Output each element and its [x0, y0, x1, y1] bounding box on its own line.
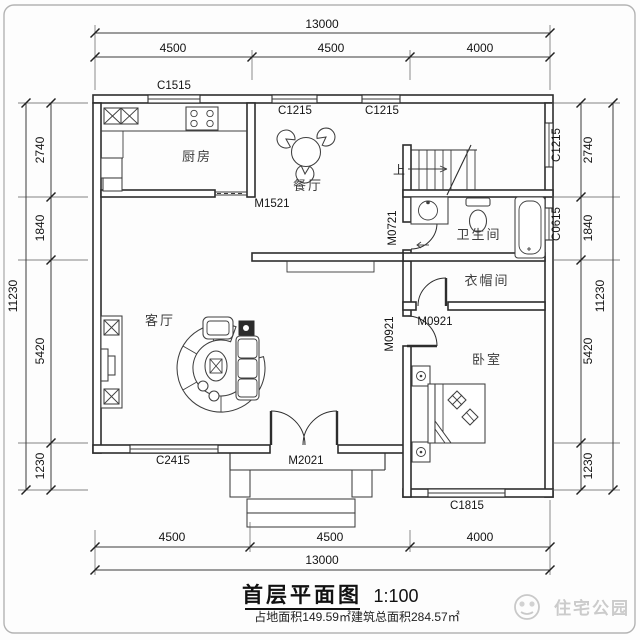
- dim-top-total: 13000: [305, 17, 339, 31]
- armchair: [202, 316, 234, 340]
- door-label-m0921-side: M0921: [384, 316, 396, 351]
- window-dining-right: [361, 94, 401, 104]
- porch-steps: [229, 453, 386, 528]
- dim-bottom-seg: 4500: [317, 530, 344, 544]
- drawing-title: 首层平面图: [242, 583, 362, 607]
- sink-icon: [103, 107, 139, 125]
- room-label-bedroom: 卧室: [472, 352, 502, 367]
- cloakroom-door: [417, 277, 448, 307]
- dimension-lines: [18, 25, 620, 576]
- straight-sofa: [235, 335, 260, 401]
- dim-top-seg: 4500: [160, 41, 187, 55]
- dim-left-seg: 2740: [33, 136, 47, 163]
- nightstand: [411, 365, 431, 387]
- window-dining-left: [271, 94, 318, 104]
- window-label-c2415: C2415: [156, 455, 190, 467]
- dim-left-seg: 1840: [33, 214, 47, 241]
- watermark: 住宅公园: [514, 594, 630, 620]
- room-label-kitchen: 厨房: [182, 149, 212, 164]
- double-bed: [427, 383, 486, 444]
- fridge-icon: [100, 157, 123, 192]
- half-wall: [251, 252, 404, 262]
- washbasin-icon: [410, 196, 449, 225]
- stool: [208, 390, 220, 402]
- stairs: [408, 144, 477, 196]
- nightstand: [411, 441, 431, 463]
- side-table-plant: [238, 320, 255, 336]
- drawing-scale: 1:100: [373, 586, 418, 606]
- door-label-m2021: M2021: [288, 455, 323, 467]
- watermark-logo-icon: [514, 594, 540, 620]
- dining-chair: [276, 129, 296, 149]
- coffee-table: [204, 350, 228, 382]
- window-label-c1215: C1215: [365, 105, 399, 117]
- window-kitchen: [147, 94, 201, 104]
- window-bedroom: [427, 488, 506, 498]
- room-label-cloakroom: 衣帽间: [464, 273, 509, 288]
- window-label-c1215: C1215: [278, 105, 312, 117]
- kitchen-sliding-door: [215, 191, 247, 196]
- dining-table: [290, 136, 322, 168]
- dim-right-seg: 1840: [581, 214, 595, 241]
- stool: [197, 380, 209, 392]
- title-block: 首层平面图 1:100 占地面积149.59㎡建筑总面积284.57㎡: [242, 583, 460, 624]
- dim-top-seg: 4000: [467, 41, 494, 55]
- dim-top-seg: 4500: [318, 41, 345, 55]
- doors: [215, 191, 448, 446]
- window-stairwell: [544, 122, 554, 168]
- window-living: [129, 444, 219, 454]
- stairs-up-arrow: [408, 165, 448, 173]
- dim-left-seg: 5420: [33, 337, 47, 364]
- stove-icon: [185, 106, 219, 131]
- dining-table-set: [276, 127, 336, 184]
- interior-walls: [100, 102, 554, 498]
- door-label-m1521: M1521: [254, 198, 289, 210]
- living-room-furniture: [100, 315, 266, 413]
- bedroom-furniture: [411, 365, 486, 463]
- dim-right-seg: 5420: [581, 337, 595, 364]
- watermark-brand: 住宅公园: [554, 598, 630, 618]
- window-label-c1815: C1815: [450, 500, 484, 512]
- dim-right-seg: 1230: [581, 452, 595, 479]
- room-label-bathroom: 卫生间: [456, 227, 501, 242]
- room-label-living: 客厅: [145, 313, 175, 328]
- window-label-c0615: C0615: [551, 207, 563, 241]
- room-label-dining: 餐厅: [293, 178, 323, 193]
- bathtub: [514, 196, 546, 259]
- bathroom-door: [410, 221, 438, 250]
- door-label-m0921: M0921: [417, 316, 452, 328]
- dim-left-seg: 1230: [33, 452, 47, 479]
- dining-chair: [295, 165, 315, 184]
- half-wall-counter: [286, 260, 375, 273]
- bathroom-fixtures: [410, 196, 546, 259]
- dim-bottom-total: 13000: [305, 553, 339, 567]
- windows: [129, 94, 554, 498]
- tv-cabinet: [100, 315, 123, 409]
- kitchen-fixtures: [100, 106, 247, 192]
- quilt-fold: [434, 419, 453, 444]
- dining-chair: [316, 127, 336, 147]
- entrance-double-door: [269, 410, 339, 446]
- tv-icon: [100, 348, 109, 382]
- dimension-labels: 13000 4500 4500 4000 4500 4500 4000 1300…: [6, 17, 607, 567]
- window-label-c1515: C1515: [157, 80, 191, 92]
- room-labels: 厨房 餐厅 卫生间 衣帽间 客厅 卧室 上: [145, 149, 509, 367]
- toilet-icon: [465, 197, 491, 233]
- area-note: 占地面积149.59㎡建筑总面积284.57㎡: [254, 609, 459, 624]
- page-border: [3, 4, 636, 634]
- dim-bottom-seg: 4000: [467, 530, 494, 544]
- dim-bottom-seg: 4500: [159, 530, 186, 544]
- dim-right-total: 11230: [593, 279, 607, 312]
- stairs-up-label: 上: [393, 163, 405, 177]
- window-label-c1215-right: C1215: [551, 128, 563, 162]
- bedroom-door: [406, 315, 438, 348]
- dim-right-seg: 2740: [581, 136, 595, 163]
- dim-left-total: 11230: [6, 279, 20, 312]
- door-label-m0721: M0721: [387, 210, 399, 245]
- opening-labels: C1515 C1215 C1215 C1215 C0615 C2415 C181…: [156, 80, 563, 512]
